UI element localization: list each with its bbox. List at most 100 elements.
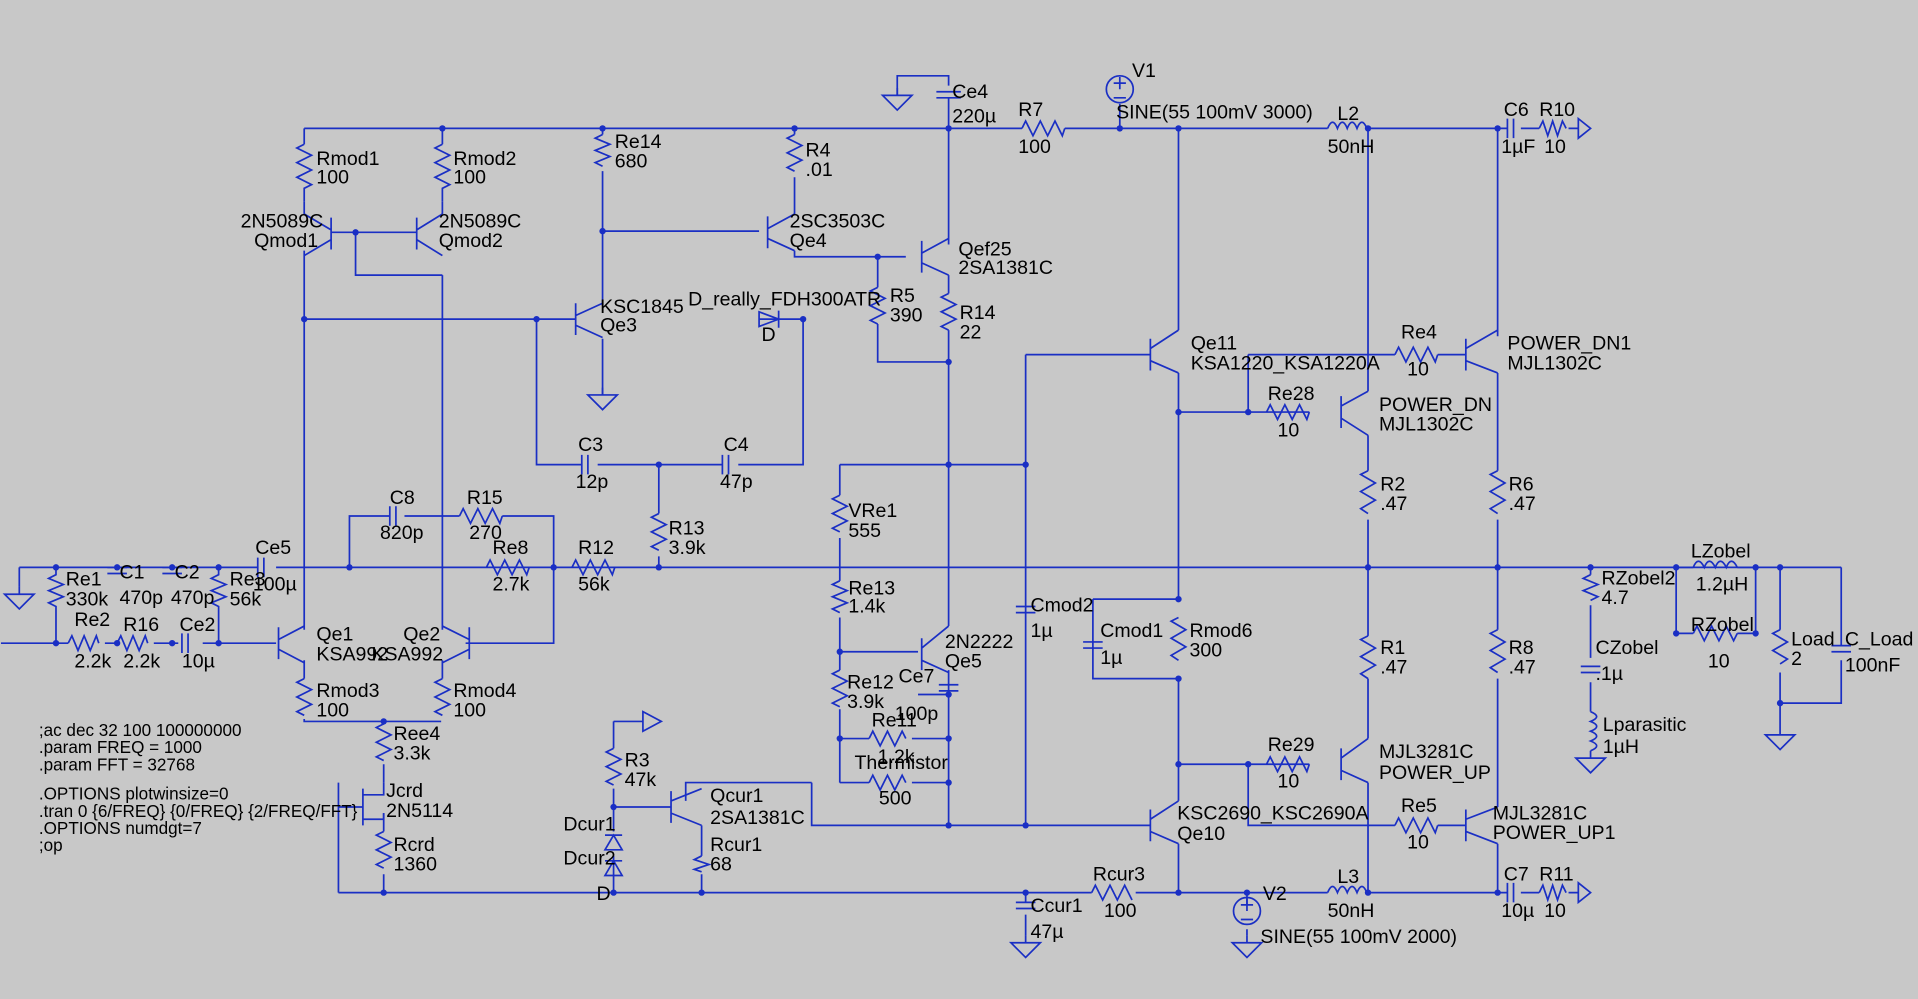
v2-value-label: SINE(55 100mV 2000) xyxy=(1260,926,1457,948)
junctions xyxy=(52,125,1784,896)
thermistor-name-label: Thermistor xyxy=(854,752,948,774)
grounds xyxy=(3,87,1796,959)
r5-name-label: R5 xyxy=(890,285,915,307)
directive-line: ;op xyxy=(39,836,63,855)
cmod1-value-label: 1µ xyxy=(1100,647,1122,669)
r13-name-label: R13 xyxy=(669,517,705,539)
czobel-value-label: .1µ xyxy=(1595,663,1623,685)
re5-value-label: 10 xyxy=(1407,832,1429,854)
re12-value-label: 3.9k xyxy=(847,691,884,713)
rcrd-value-label: 1360 xyxy=(393,854,437,876)
r1-name-label: R1 xyxy=(1380,637,1405,659)
qe11-model-label: KSA1220_KSA1220A xyxy=(1191,352,1380,374)
r1-value-label: .47 xyxy=(1380,657,1407,679)
re29-name-label: Re29 xyxy=(1268,734,1315,756)
r12-value-label: 56k xyxy=(578,574,610,596)
output-flags xyxy=(642,116,1592,905)
r6-value-label: .47 xyxy=(1509,493,1536,515)
c2-value-label: 470p xyxy=(171,587,215,609)
re28-name-label: Re28 xyxy=(1268,383,1315,405)
v2-name-label: V2 xyxy=(1263,883,1287,905)
rcur3-name-label: Rcur3 xyxy=(1093,863,1145,885)
r16-value-label: 2.2k xyxy=(123,651,160,673)
re14-name-label: Re14 xyxy=(615,131,662,153)
re11-value-label: 1.2k xyxy=(878,746,915,768)
czobel-name-label: CZobel xyxy=(1595,637,1658,659)
cmod1-name-label: Cmod1 xyxy=(1100,620,1163,642)
qe1-name-label: Qe1 xyxy=(316,624,353,646)
pdn-name-label: POWER_DN xyxy=(1379,394,1492,416)
r8-value-label: .47 xyxy=(1509,657,1536,679)
pdn-model-label: MJL1302C xyxy=(1379,413,1474,435)
directive-line: .tran 0 {6/FREQ} {0/FREQ} {2/FREQ/FFT} xyxy=(39,802,358,821)
re29-value-label: 10 xyxy=(1278,770,1300,792)
vre1-name-label: VRe1 xyxy=(848,500,897,522)
r16-name-label: R16 xyxy=(123,614,159,636)
c1-name-label: C1 xyxy=(120,561,145,583)
qe10-name-label: KSC2690_KSC2690A xyxy=(1177,802,1368,824)
l2-value-label: 50nH xyxy=(1328,136,1375,158)
r15-name-label: R15 xyxy=(467,487,503,509)
qcur1-model-label: 2SA1381C xyxy=(710,807,805,829)
qe4-name-label: Qe4 xyxy=(790,230,827,252)
ce7-name-label: Ce7 xyxy=(898,665,934,687)
directive-line: .OPTIONS numdgt=7 xyxy=(39,819,202,838)
re1-name-label: Re1 xyxy=(66,569,102,591)
r11-value-label: 10 xyxy=(1544,900,1566,922)
ce7-value-label: 100p xyxy=(895,703,939,725)
re3-value-label: 56k xyxy=(230,588,262,610)
directive-line: .param FFT = 32768 xyxy=(39,755,195,774)
load-value-label: 2 xyxy=(1791,648,1802,670)
r4-value-label: .01 xyxy=(806,159,833,181)
qef25-model-label: 2SA1381C xyxy=(958,257,1053,279)
ce4-value-label: 220µ xyxy=(952,105,996,127)
re13-value-label: 1.4k xyxy=(848,596,885,618)
re28-value-label: 10 xyxy=(1278,420,1300,442)
r5-value-label: 390 xyxy=(890,305,923,327)
load-name-label: Load xyxy=(1791,629,1834,651)
jcrd-name-label: Jcrd xyxy=(386,780,423,802)
wires xyxy=(0,74,1843,936)
d-name-label: D xyxy=(762,324,776,346)
re14-value-label: 680 xyxy=(615,151,648,173)
voltage-sources xyxy=(1105,74,1262,926)
rzobel-value-label: 10 xyxy=(1708,651,1730,673)
c2-name-label: C2 xyxy=(175,561,200,583)
c4-value-label: 47p xyxy=(720,471,753,493)
ccur1-value-label: 47µ xyxy=(1031,921,1064,943)
re11-name-label: Re11 xyxy=(872,709,917,731)
cload-name-label: C_Load xyxy=(1845,629,1913,651)
d-model-label: D_really_FDH300ATR xyxy=(688,289,881,311)
qef25-name-label: Qef25 xyxy=(958,239,1011,261)
directive-line: .param FREQ = 1000 xyxy=(39,738,202,757)
rcrd-name-label: Rcrd xyxy=(393,834,434,856)
pup-name-label: POWER_UP xyxy=(1379,762,1491,784)
lparasitic-name-label: Lparasitic xyxy=(1603,714,1687,736)
r3-name-label: R3 xyxy=(625,750,650,772)
rmod4-value-label: 100 xyxy=(453,700,486,722)
qe11-name-label: Qe11 xyxy=(1191,333,1237,355)
mjl3281-name-label: MJL3281C xyxy=(1379,741,1474,763)
pdn1-name-label: POWER_DN1 xyxy=(1507,333,1631,355)
r15-value-label: 270 xyxy=(469,522,502,544)
c7-value-label: 10µ xyxy=(1501,900,1534,922)
r2-value-label: .47 xyxy=(1380,493,1407,515)
re3-name-label: Re3 xyxy=(230,569,266,591)
r4-name-label: R4 xyxy=(806,140,831,162)
ree4-name-label: Ree4 xyxy=(393,723,440,745)
c3-value-label: 12p xyxy=(576,471,609,493)
cmod2-name-label: Cmod2 xyxy=(1031,594,1094,616)
v1-value-label: SINE(55 100mV 3000) xyxy=(1116,102,1313,124)
re2-value-label: 2.2k xyxy=(74,651,111,673)
c8-name-label: C8 xyxy=(390,487,415,509)
qmod2-name-label: Qmod2 xyxy=(439,230,503,252)
c6-value-label: 1µF xyxy=(1501,136,1535,158)
pdn1-model-label: MJL1302C xyxy=(1507,352,1602,374)
r10-value-label: 10 xyxy=(1544,136,1566,158)
rzobel2-name-label: RZobel2 xyxy=(1602,567,1676,589)
dcur2-name-label: Dcur2 xyxy=(563,847,615,869)
r14-name-label: R14 xyxy=(960,302,996,324)
re5-name-label: Re5 xyxy=(1401,795,1437,817)
l3-name-label: L3 xyxy=(1337,866,1359,888)
